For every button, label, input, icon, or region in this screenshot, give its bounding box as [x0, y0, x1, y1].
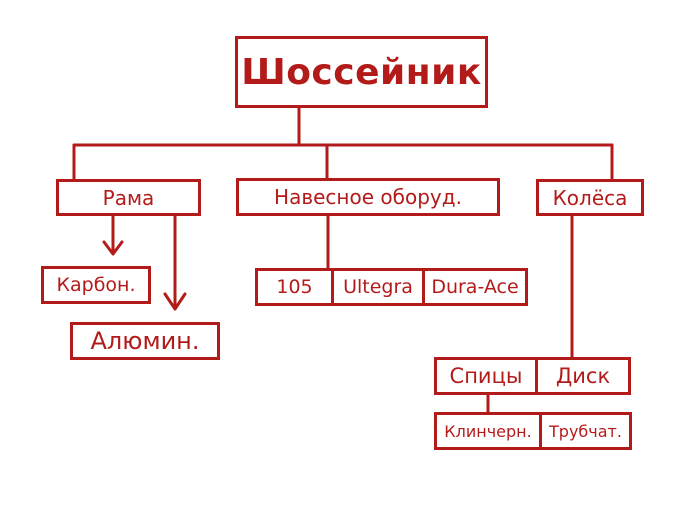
groupsets-row: 105 Ultegra Dura-Ace	[255, 268, 528, 306]
wheels-label: Колёса	[552, 185, 628, 210]
rim-spokes: Спицы	[437, 360, 535, 392]
frame-label: Рама	[102, 185, 155, 210]
tire-types-row: Клинчерн. Трубчат.	[434, 412, 632, 450]
tire-tubular-label: Трубчат.	[549, 421, 622, 441]
rim-types-row: Спицы Диск	[434, 357, 631, 395]
tire-tubular: Трубчат.	[539, 415, 629, 447]
aluminium-node: Алюмин.	[70, 322, 220, 360]
aluminium-arrowhead	[163, 292, 187, 311]
rim-disc: Диск	[535, 360, 628, 392]
aluminium-label: Алюмин.	[90, 327, 200, 355]
tire-clincher: Клинчерн.	[437, 415, 539, 447]
tire-clincher-label: Клинчерн.	[444, 421, 532, 441]
groupset-dura-ace: Dura-Ace	[422, 271, 525, 303]
frame-node: Рама	[56, 179, 201, 216]
rim-spokes-label: Спицы	[449, 364, 523, 388]
wheels-node: Колёса	[536, 179, 644, 216]
groupset-dura-ace-label: Dura-Ace	[431, 276, 519, 298]
carbon-arrowhead	[102, 240, 124, 256]
groupset-ultegra: Ultegra	[331, 271, 422, 303]
groupset-105-label: 105	[276, 276, 313, 298]
rim-disc-label: Диск	[555, 364, 611, 388]
carbon-label: Карбон.	[56, 274, 136, 296]
groupset-105: 105	[258, 271, 331, 303]
components-label: Навесное оборуд.	[274, 185, 462, 209]
groupset-ultegra-label: Ultegra	[343, 276, 413, 298]
components-node: Навесное оборуд.	[236, 178, 500, 216]
carbon-node: Карбон.	[41, 266, 151, 304]
root-node: Шоссейник	[235, 36, 488, 108]
root-label: Шоссейник	[241, 51, 482, 93]
